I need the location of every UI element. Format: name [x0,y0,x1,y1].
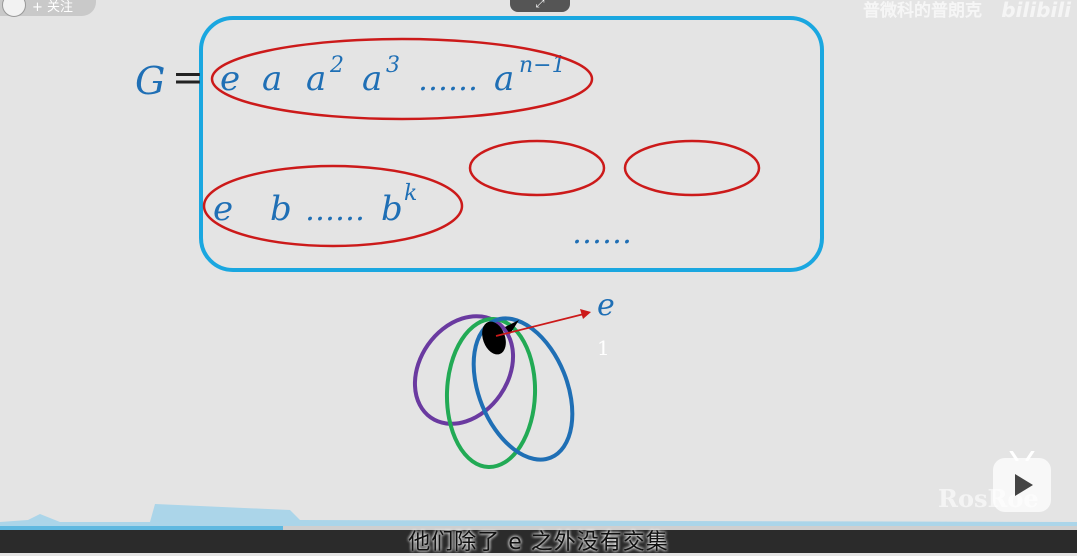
row1-term-a3: a [362,59,382,99]
row1-ellipsis: …… [418,63,478,98]
progress-fill [0,526,284,530]
play-button[interactable] [993,451,1051,512]
group-symbol: G [135,59,165,103]
fullscreen-icon: ⤢ [535,0,545,10]
row1-term-an: a [494,59,514,99]
equals-sign: = [172,55,204,99]
row2-term-b: b [270,189,292,229]
arrow-head [580,309,591,319]
site-logo: bilibili [1001,0,1071,22]
row1-term-e: e [220,59,240,99]
control-bar [0,530,1077,553]
row2-term-e: e [213,189,233,229]
row1-term-a2: a [306,59,326,99]
follow-button[interactable]: + 关注 [0,0,96,17]
row1-sup-2: 2 [329,53,344,78]
row1-sup-3: 3 [386,53,400,78]
row2-sup-k: k [404,181,417,206]
ring-blue [471,316,575,462]
author-watermark: 普微科的普朗克 [863,1,982,21]
progress-track[interactable] [0,526,1077,530]
tv-icon [1009,451,1035,461]
subgroup-empty-ellipse-1 [468,139,606,197]
ring-purple [412,314,516,426]
subgroup-b-ellipse [202,164,464,248]
arrow-line [495,313,585,337]
row1-term-a: a [262,59,282,99]
identity-dot-tip [505,320,519,334]
subgroup-empty-ellipse-2 [623,139,761,197]
progress-heatmap [0,504,1077,533]
diagram-label-1: 1 [597,336,610,360]
identity-dot [482,321,506,355]
fullscreen-control[interactable]: ⤢ [510,0,570,12]
diagram-label-e: e [597,288,615,323]
more-subgroups-ellipsis: …… [572,216,632,251]
group-box [199,16,824,272]
avatar[interactable] [2,0,26,17]
row2-ellipsis: …… [305,193,365,228]
row2-term-bk: b [381,189,403,229]
subgroup-a-ellipse [210,37,594,121]
follow-label: + 关注 [32,0,74,15]
subtitle-text: 他们除了 e 之外没有交集 [408,530,669,555]
